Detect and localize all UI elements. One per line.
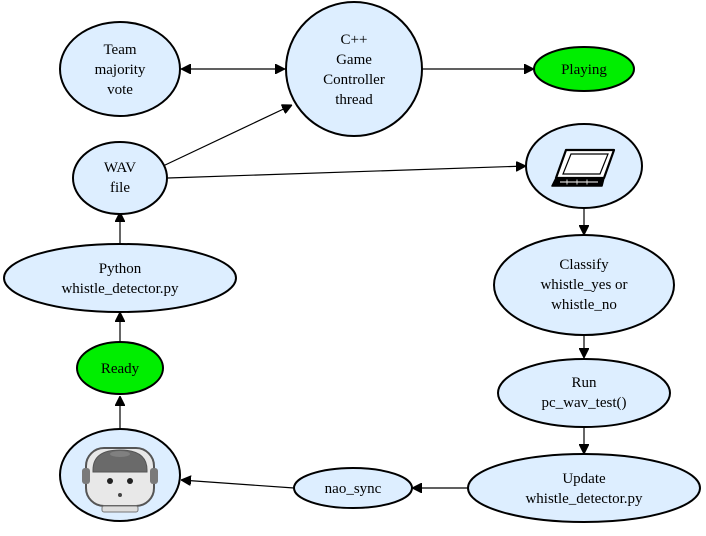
node-label: Playing xyxy=(561,62,607,78)
node-classify: Classify whistle_yes or whistle_no xyxy=(493,234,675,336)
node-label: thread xyxy=(335,92,373,108)
node-wav-file: WAV file xyxy=(72,141,168,215)
node-cpp-thread: C++ Game Controller thread xyxy=(285,1,423,137)
node-label: Team xyxy=(103,42,136,58)
node-label: whistle_detector.py xyxy=(61,281,179,297)
node-label: whistle_no xyxy=(551,297,617,313)
node-robot xyxy=(59,428,181,522)
node-label: whistle_yes or xyxy=(540,277,627,293)
node-label: Run xyxy=(571,375,597,391)
edge-wav-file-laptop xyxy=(167,166,526,179)
node-label: majority xyxy=(95,62,146,78)
laptop-icon xyxy=(551,148,616,187)
edge-nao-sync-robot xyxy=(181,480,295,489)
node-label: file xyxy=(110,180,130,196)
node-label: C++ xyxy=(341,32,368,48)
node-label: Update xyxy=(562,471,606,487)
node-label: Game xyxy=(336,52,372,68)
node-label: Ready xyxy=(101,361,140,377)
node-label: pc_wav_test() xyxy=(542,395,627,411)
node-laptop xyxy=(525,123,643,209)
edges xyxy=(120,69,584,488)
node-update-detector: Update whistle_detector.py xyxy=(467,453,701,523)
node-label: Python xyxy=(99,261,142,277)
node-label: whistle_detector.py xyxy=(525,491,643,507)
node-run-test: Run pc_wav_test() xyxy=(497,358,671,428)
node-team-vote: Team majority vote xyxy=(59,21,181,117)
node-python-detector: Python whistle_detector.py xyxy=(3,243,237,313)
node-nao-sync: nao_sync xyxy=(293,467,413,509)
node-label: WAV xyxy=(104,160,136,176)
edge-wav-file-cpp-thread xyxy=(162,105,292,167)
robot-icon xyxy=(82,447,158,513)
node-label: Controller xyxy=(323,72,385,88)
node-label: nao_sync xyxy=(325,481,382,497)
node-playing: Playing xyxy=(533,46,635,92)
node-label: Classify xyxy=(559,257,609,273)
node-ready: Ready xyxy=(76,341,164,395)
node-label: vote xyxy=(107,82,133,98)
